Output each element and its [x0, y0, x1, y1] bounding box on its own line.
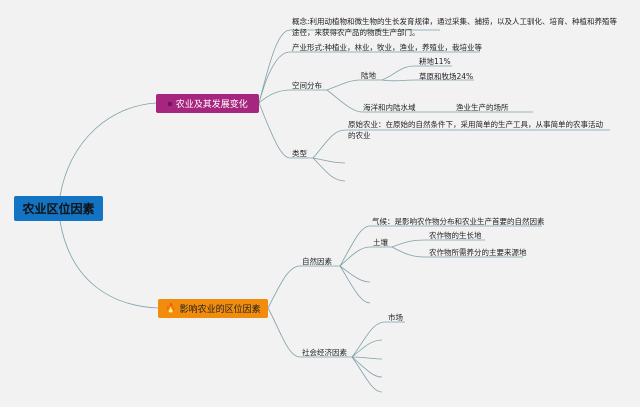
connector-natural-empty2 [339, 265, 371, 304]
connector-social-item1 [351, 321, 405, 358]
node-concept[interactable]: 概念:利用动植物和微生物的生长发育规律，通过采集、捕捞，以及人工驯化、培育、种植… [292, 17, 618, 37]
node-market[interactable]: 市场 [388, 313, 403, 322]
connector-social-empty4 [351, 356, 383, 393]
node-land-grassland[interactable]: 草原和牧场24% [419, 72, 474, 81]
connector-spatial-water [326, 89, 418, 113]
branch-location-factors[interactable]: 🔥 影响农业的区位因素 [158, 299, 268, 318]
connector-branch1-types [258, 102, 313, 159]
square-marker-icon: ▪ [167, 99, 173, 108]
node-land[interactable]: 陆地 [361, 71, 376, 80]
connector-branch2-natural [267, 265, 340, 309]
branch-location-factors-label: 影响农业的区位因素 [179, 305, 261, 315]
node-soil-nutrients[interactable]: 农作物所需养分的主要来源地 [429, 248, 527, 257]
connector-social-empty3 [351, 356, 383, 378]
connector-root-branch1 [59, 102, 157, 197]
branch-agriculture-development[interactable]: ▪ 农业及其发展变化 [156, 94, 259, 113]
node-water-fishery[interactable]: 渔业生产的场所 [456, 103, 509, 112]
connector-types-empty2 [312, 157, 346, 182]
node-types[interactable]: 类型 [292, 149, 307, 158]
root-node[interactable]: 农业区位因素 [14, 196, 103, 221]
fire-icon: 🔥 [165, 303, 177, 314]
connector-branch1-concept [258, 29, 440, 104]
connector-social-empty1 [351, 339, 383, 358]
connector-branch1-forms [258, 51, 480, 104]
node-types-primitive[interactable]: 原始农业：在原始的自然条件下，采用简单的生产工具，从事简单的农事活动的农业 [348, 120, 603, 140]
node-soil[interactable]: 土壤 [373, 238, 388, 247]
connector-types-item1 [312, 129, 610, 159]
connector-land-item2 [381, 79, 474, 82]
connector-land-item1 [381, 65, 452, 81]
connector-types-empty1 [312, 157, 346, 164]
node-natural[interactable]: 自然因素 [302, 257, 332, 266]
connector-natural-empty1 [339, 265, 371, 283]
node-climate[interactable]: 气候：是影响农作物分布和农业生产首要的自然因素 [372, 217, 545, 226]
connector-root-branch2 [59, 220, 159, 309]
connector-branch1-spatial [258, 89, 327, 104]
connector-soil-item2 [391, 246, 523, 258]
branch-agriculture-development-label: 农业及其发展变化 [175, 100, 248, 110]
node-land-farmland[interactable]: 耕地11% [419, 57, 451, 66]
connector-social-empty2 [351, 356, 383, 360]
node-forms[interactable]: 产业形式:种植业，林业，牧业，渔业，养殖业，栽培业等 [292, 43, 483, 52]
connector-natural-soil [339, 246, 392, 267]
node-social[interactable]: 社会经济因素 [302, 348, 347, 357]
connector-branch2-social [267, 307, 352, 358]
connector-spatial-land [326, 79, 382, 91]
node-spatial[interactable]: 空间分布 [292, 81, 322, 90]
connector-soil-item1 [391, 239, 485, 248]
connector-natural-climate [339, 225, 542, 267]
node-water[interactable]: 海洋和内陆水域 [363, 103, 416, 112]
node-soil-growth[interactable]: 农作物的生长地 [429, 231, 482, 240]
